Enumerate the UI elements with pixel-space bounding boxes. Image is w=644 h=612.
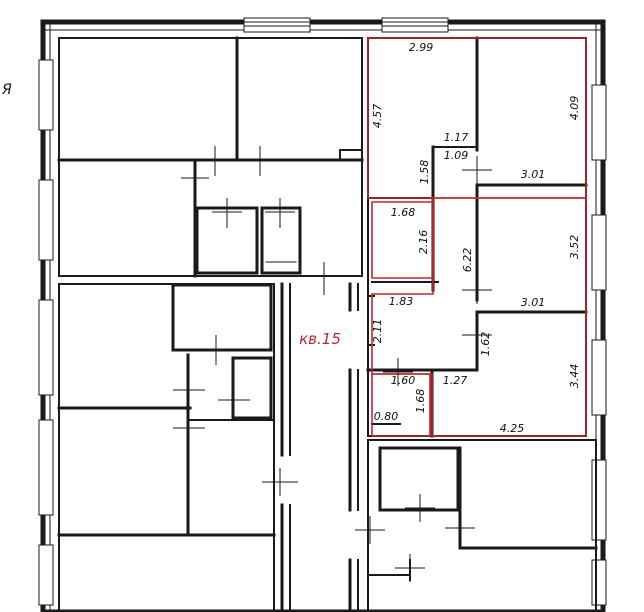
marker bbox=[383, 358, 413, 386]
dim-2-16: 2.16 bbox=[417, 230, 430, 255]
dim-4-09: 4.09 bbox=[568, 96, 581, 121]
dimension-labels: 2.99 4.57 4.09 1.17 1.09 1.58 3.01 1.68 … bbox=[371, 41, 581, 435]
window-left-3 bbox=[38, 299, 54, 396]
dim-3-01-bottom: 3.01 bbox=[521, 296, 546, 309]
window-right-1 bbox=[591, 84, 607, 161]
dim-1-09: 1.09 bbox=[444, 149, 469, 162]
window-top-right bbox=[381, 17, 449, 33]
building-outline bbox=[40, 19, 606, 612]
window-top-left bbox=[243, 17, 311, 33]
marker bbox=[355, 516, 385, 544]
window-left-5 bbox=[38, 544, 54, 606]
marker bbox=[309, 262, 339, 295]
outline-storage bbox=[371, 373, 431, 437]
marker bbox=[405, 494, 435, 522]
outline-main bbox=[371, 197, 587, 437]
marker bbox=[218, 386, 250, 414]
windows bbox=[38, 17, 607, 606]
window-left-2 bbox=[38, 179, 54, 261]
marker bbox=[262, 468, 298, 496]
left-block-bottom bbox=[58, 283, 275, 612]
marker bbox=[462, 322, 492, 350]
dim-3-52: 3.52 bbox=[568, 235, 581, 260]
dim-1-68-bottom: 1.68 bbox=[414, 389, 427, 414]
window-right-3 bbox=[591, 339, 607, 416]
dim-4-25: 4.25 bbox=[500, 422, 525, 435]
outer-walls bbox=[40, 19, 606, 612]
marker bbox=[245, 146, 275, 176]
marker bbox=[395, 554, 425, 582]
dim-1-62: 1.62 bbox=[479, 332, 492, 357]
marker bbox=[173, 416, 205, 440]
dim-6-22: 6.22 bbox=[461, 248, 474, 273]
apartment-15-outline bbox=[367, 37, 587, 437]
dim-2-11: 2.11 bbox=[371, 319, 384, 344]
left-apartments-walls bbox=[57, 36, 364, 612]
dim-1-68-top: 1.68 bbox=[391, 206, 416, 219]
marker bbox=[462, 276, 492, 304]
dim-3-44: 3.44 bbox=[568, 364, 581, 389]
marker bbox=[212, 198, 242, 228]
dim-2-99: 2.99 bbox=[409, 41, 434, 54]
dim-1-58: 1.58 bbox=[418, 160, 431, 185]
dim-1-60: 1.60 bbox=[391, 374, 416, 387]
marker bbox=[181, 165, 209, 191]
window-right-4 bbox=[591, 459, 607, 541]
marker bbox=[265, 198, 295, 228]
left-block-top bbox=[58, 37, 363, 277]
bathroom bbox=[171, 283, 273, 352]
window-left-4 bbox=[38, 419, 54, 516]
marker bbox=[200, 335, 232, 365]
bathroom bbox=[378, 446, 460, 512]
right-lower-block bbox=[367, 439, 597, 612]
wc bbox=[260, 206, 302, 275]
dim-3-01-top: 3.01 bbox=[521, 168, 546, 181]
wc bbox=[231, 356, 273, 420]
window-left-1 bbox=[38, 59, 54, 131]
corridor-walls bbox=[280, 282, 359, 612]
marker bbox=[462, 156, 492, 184]
dim-0-80: 0.80 bbox=[374, 410, 399, 423]
marker bbox=[173, 378, 205, 402]
marker bbox=[445, 514, 475, 542]
marker bbox=[199, 146, 231, 176]
apartment-label: кв.15 bbox=[299, 330, 341, 348]
dim-1-27: 1.27 bbox=[443, 374, 468, 387]
dim-4-57: 4.57 bbox=[371, 104, 384, 129]
window-right-5 bbox=[591, 559, 607, 606]
edge-text-fragment: Я bbox=[1, 82, 12, 98]
room-markers bbox=[173, 146, 492, 582]
right-lower-apartment-walls bbox=[367, 439, 598, 612]
window-right-2 bbox=[591, 214, 607, 291]
dim-1-17: 1.17 bbox=[444, 131, 469, 144]
dim-1-83: 1.83 bbox=[389, 295, 414, 308]
